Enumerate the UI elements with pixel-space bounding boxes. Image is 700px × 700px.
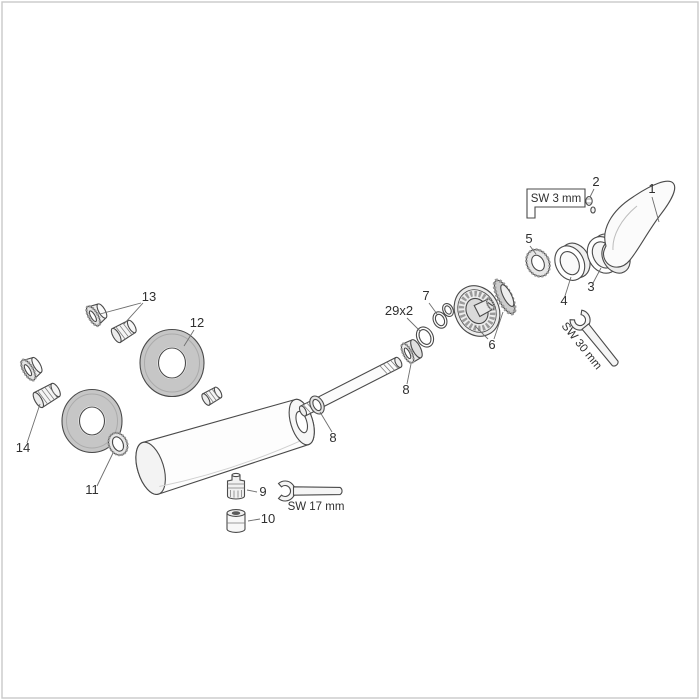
cartridge-retainer-ring (492, 278, 517, 316)
label-part-8-top: 8 (402, 382, 409, 397)
part8-seal-ring-bottom (309, 395, 325, 415)
leader-line (406, 363, 412, 385)
leader-line (651, 196, 660, 223)
wrench-30-head (569, 309, 591, 331)
part8-union-nut-top (400, 339, 423, 365)
label-part-5: 5 (525, 231, 532, 246)
part13-flange-nut (85, 303, 108, 328)
part12-escutcheon (139, 328, 205, 398)
leader-line (564, 276, 572, 297)
wrench-17-handle (292, 486, 343, 496)
part5-cartridge-nut (525, 248, 551, 278)
wrench-17-head (277, 480, 296, 502)
leader-line (529, 245, 537, 255)
part7-orings (432, 302, 454, 329)
label-part-4: 4 (560, 293, 567, 308)
leader-line (428, 302, 438, 315)
leader-line (247, 518, 261, 522)
leader-line (123, 302, 144, 325)
label-part-12: 12 (190, 315, 204, 330)
label-part-9: 9 (259, 484, 266, 499)
mixer-body (135, 398, 315, 495)
label-oring-dimension: 29x2 (385, 303, 413, 318)
allen-key-outline (526, 188, 586, 219)
wall-nipple (201, 386, 223, 406)
leader-line (592, 267, 602, 284)
leader-lines (26, 188, 660, 522)
part14-flange-nut (19, 356, 43, 382)
part14-escutcheon (61, 388, 123, 454)
part7-oring-b (442, 302, 454, 318)
label-part-6: 6 (488, 337, 495, 352)
leader-line (99, 302, 142, 315)
label-part-11: 11 (85, 482, 99, 497)
allen-key-size-label: SW 3 mm (531, 193, 581, 205)
part11-seal-ring (107, 431, 129, 457)
part10-insert (226, 509, 246, 533)
wrench-17 (277, 480, 343, 502)
hex-socket (231, 511, 241, 515)
leader-line (406, 317, 421, 332)
part1-handle (601, 180, 676, 274)
leader-line (96, 452, 114, 487)
label-part-7: 7 (422, 288, 429, 303)
part6-cartridge (453, 278, 517, 337)
label-part-2: 2 (592, 174, 599, 189)
label-part-8-bottom: 8 (329, 430, 336, 445)
part-labels: 1 2 3 4 5 6 7 8 8 9 10 11 12 13 14 29x2 (16, 174, 656, 526)
label-part-10: 10 (261, 511, 275, 526)
leader-line (246, 489, 258, 493)
part14-s-nipple (32, 382, 61, 409)
part2-grub-screw (585, 196, 596, 214)
handle-lever (602, 180, 676, 268)
leader-line (319, 411, 333, 433)
cartridge-stem (473, 297, 495, 318)
label-part-14: 14 (16, 440, 30, 455)
leader-line (493, 311, 504, 340)
wrench-17-size-label: SW 17 mm (288, 501, 345, 513)
wrench-30-handle (581, 323, 619, 367)
leader-line (183, 329, 195, 347)
oring-29x2 (415, 326, 435, 348)
part13-s-nipple (110, 319, 137, 344)
part14-fittings (19, 356, 61, 409)
wrench-30 (569, 309, 619, 367)
label-part-13: 13 (142, 289, 156, 304)
part13-fittings (85, 303, 137, 344)
part9-insert (226, 472, 246, 500)
leader-line (474, 325, 489, 340)
label-part-3: 3 (587, 279, 594, 294)
leader-line (589, 188, 595, 198)
label-part-1: 1 (648, 181, 655, 196)
allen-key: SW 3 mm (526, 188, 586, 219)
leader-line (26, 403, 41, 444)
